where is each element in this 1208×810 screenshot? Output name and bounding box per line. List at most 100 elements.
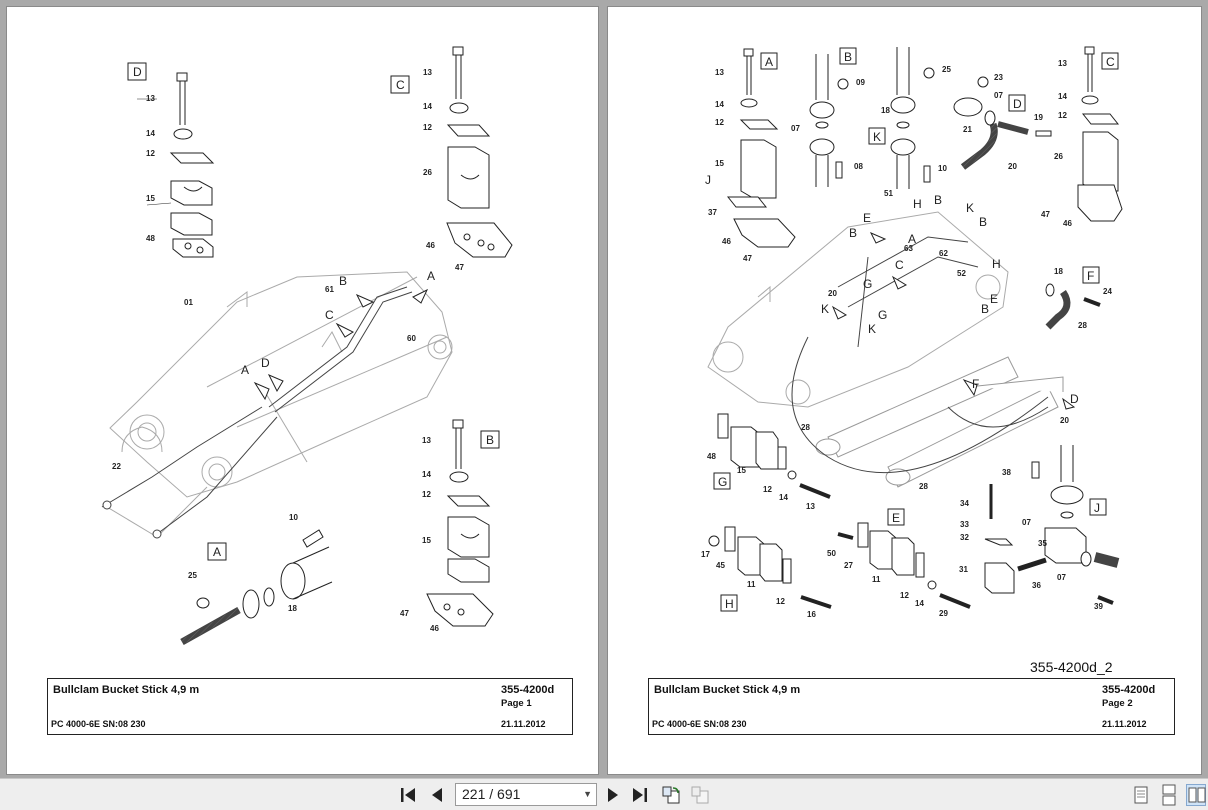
box-letter: F: [1087, 269, 1094, 283]
part-label: 15: [146, 194, 155, 203]
part-label: 22: [112, 462, 121, 471]
box-letter-labels-page-2: A B K D C F G E H J: [718, 50, 1115, 611]
part-label: 23: [994, 73, 1003, 82]
part-label: 36: [1032, 581, 1041, 590]
part-label: 35: [1038, 539, 1047, 548]
view-letter: E: [863, 211, 871, 225]
part-label: 12: [146, 149, 155, 158]
first-page-button[interactable]: [398, 785, 418, 805]
part-label: 11: [747, 580, 756, 589]
part-label: 10: [289, 513, 298, 522]
rotate-icon: [662, 786, 680, 804]
exploded-diagram-page-1: D C A B B A C A D 13 14 12 15 48 13 14 1…: [101, 46, 513, 646]
rotate-disabled-button[interactable]: [690, 785, 710, 805]
part-label: 14: [779, 493, 788, 502]
document-page-2: A B K D C F G E H J J E B H B K B A C H …: [607, 6, 1202, 775]
view-letter: C: [325, 308, 334, 322]
two-page-view-icon: [1188, 787, 1206, 803]
part-label: 09: [856, 78, 865, 87]
part-label: 37: [708, 208, 717, 217]
box-letter: B: [486, 433, 494, 447]
part-number-labels-page-2: 13 14 12 15 37 46 47 09 07 08 25 18 10 2…: [701, 59, 1112, 619]
view-letter: E: [990, 292, 998, 306]
box-letter: E: [892, 511, 900, 525]
next-page-button[interactable]: [603, 785, 623, 805]
rotate-disabled-icon: [691, 786, 709, 804]
part-label: 07: [1022, 518, 1031, 527]
part-label: 13: [423, 68, 432, 77]
part-label: 32: [960, 533, 969, 542]
view-letter: A: [427, 269, 435, 283]
part-label: 47: [400, 609, 409, 618]
previous-page-button[interactable]: [427, 785, 447, 805]
view-letter: B: [979, 215, 987, 229]
part-label: 48: [146, 234, 155, 243]
view-letter: B: [339, 274, 347, 288]
viewer-toolbar: 221 / 691 ▼: [0, 778, 1208, 810]
part-label: 21: [963, 125, 972, 134]
view-letter: D: [1070, 392, 1079, 406]
view-letter: J: [705, 173, 711, 187]
part-label: 26: [423, 168, 432, 177]
view-letter-labels-page-2: J E B H B K B A C H G K K G E B F D: [705, 173, 1079, 406]
single-page-view-button[interactable]: [1131, 784, 1151, 806]
view-letter: A: [908, 232, 916, 246]
detail-d-assembly: [953, 76, 1052, 170]
view-letter: K: [966, 201, 974, 215]
title-block-page-2: Bullclam Bucket Stick 4,9 m 355-4200d Pa…: [648, 678, 1175, 735]
page-number-field[interactable]: 221 / 691 ▼: [455, 783, 597, 806]
two-page-view-button[interactable]: [1186, 784, 1206, 806]
part-label: 16: [807, 610, 816, 619]
box-letter: B: [844, 50, 852, 64]
view-letter: G: [878, 308, 887, 322]
part-label: 34: [960, 499, 969, 508]
drawing-number: 355-4200d: [1102, 684, 1156, 696]
part-label: 13: [146, 94, 155, 103]
part-label: 39: [1094, 602, 1103, 611]
box-letter: D: [133, 65, 142, 79]
part-label: 12: [1058, 111, 1067, 120]
part-label: 60: [407, 334, 416, 343]
part-label: 14: [715, 100, 724, 109]
part-label: 14: [423, 102, 432, 111]
detail-f-assembly: [1045, 266, 1101, 330]
part-label: 46: [426, 241, 435, 250]
last-page-button[interactable]: [630, 785, 650, 805]
exploded-diagram-page-2: A B K D C F G E H J J E B H B K B A C H …: [701, 46, 1123, 619]
part-label: 20: [1008, 162, 1017, 171]
part-label: 25: [188, 571, 197, 580]
view-letter: K: [821, 302, 829, 316]
part-label: 20: [828, 289, 837, 298]
part-label: 51: [884, 189, 893, 198]
part-label: 48: [707, 452, 716, 461]
view-letter: G: [863, 277, 872, 291]
part-label: 18: [288, 604, 297, 613]
drawing-date: 21.11.2012: [501, 719, 546, 729]
part-label: 25: [942, 65, 951, 74]
chevron-down-icon[interactable]: ▼: [583, 789, 592, 799]
box-letter: K: [873, 130, 881, 144]
detail-k-assembly: [868, 47, 935, 189]
part-label: 01: [184, 298, 193, 307]
rotate-button[interactable]: [661, 785, 681, 805]
continuous-view-button[interactable]: [1159, 784, 1179, 806]
view-letter: B: [981, 302, 989, 316]
part-label: 17: [701, 550, 710, 559]
part-label: 12: [900, 591, 909, 600]
detail-b-assembly: [809, 47, 857, 187]
part-label: 12: [715, 118, 724, 127]
part-number-labels-page-1: 13 14 12 15 48 13 14 12 26 46 47 01 61 6…: [112, 68, 464, 633]
part-label: 08: [854, 162, 863, 171]
box-letter: A: [213, 545, 221, 559]
part-label: 52: [957, 269, 966, 278]
part-label: 10: [938, 164, 947, 173]
title-block-page-1: Bullclam Bucket Stick 4,9 m 355-4200d Pa…: [47, 678, 573, 735]
view-letter: D: [261, 356, 270, 370]
detail-g-assembly: [713, 413, 831, 499]
drawing-number: 355-4200d: [501, 684, 555, 696]
view-letter: F: [972, 377, 979, 391]
box-letter: C: [396, 78, 405, 92]
continuous-view-icon: [1162, 784, 1176, 806]
next-page-icon: [608, 788, 618, 802]
part-label: 28: [1078, 321, 1087, 330]
